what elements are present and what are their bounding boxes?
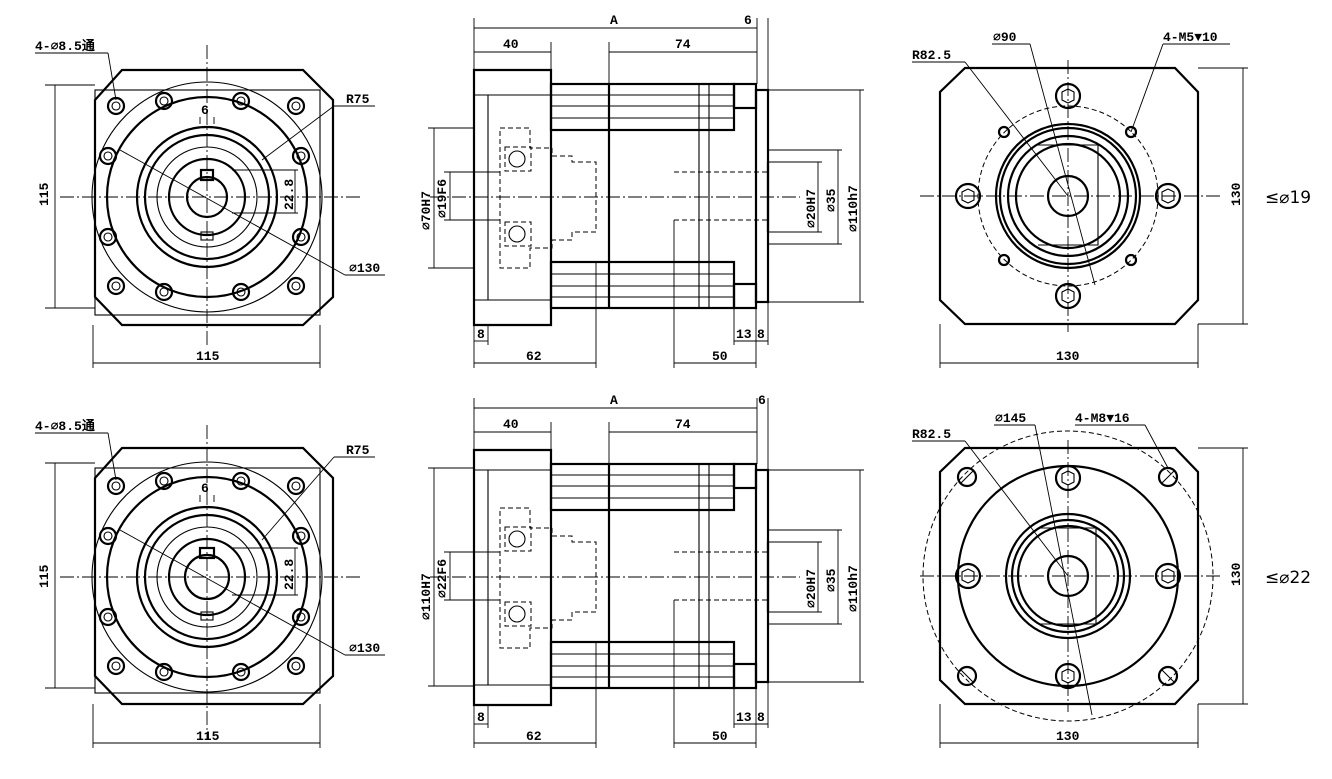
side-pilot-label: ⌀70H7 xyxy=(419,191,434,230)
rear-thread-label: 4-M5▼10 xyxy=(1163,30,1218,45)
rear-note-label: ≤⌀19 xyxy=(1265,188,1311,208)
front-radius-label-b: R75 xyxy=(346,443,370,458)
side-total-label-b: A xyxy=(610,393,618,408)
front-height-label: 115 xyxy=(37,182,52,206)
rear-thread-label-b: 4-M8▼16 xyxy=(1075,411,1130,426)
side-w50-label-b: 50 xyxy=(712,729,728,744)
front-holes-label: 4-⌀8.5通 xyxy=(35,38,95,54)
front-holes-label-b: 4-⌀8.5通 xyxy=(35,418,95,434)
rear-width-label-b: 130 xyxy=(1056,729,1080,744)
side-flange-label: 6 xyxy=(744,13,752,28)
front-height-label-b: 115 xyxy=(37,564,52,588)
side-w8b-label: 8 xyxy=(757,327,765,342)
rear-note-label-b: ≤⌀22 xyxy=(1265,568,1311,588)
side-spigot-label: ⌀110h7 xyxy=(846,185,861,232)
rear-width-label: 130 xyxy=(1056,349,1080,364)
side-view-top xyxy=(428,18,864,368)
side-len2-label: 74 xyxy=(675,37,691,52)
side-bore-label: ⌀19F6 xyxy=(435,179,450,218)
side-shaft-label: ⌀20H7 xyxy=(804,189,819,228)
side-w62-label-b: 62 xyxy=(526,729,542,744)
side-w62-label: 62 xyxy=(526,349,542,364)
front-dia-label: ⌀130 xyxy=(349,261,380,276)
side-len1-label-b: 40 xyxy=(503,417,519,432)
side-shaft-label-b: ⌀20H7 xyxy=(804,569,819,608)
side-w13-label-b: 13 xyxy=(736,710,752,725)
side-len1-label: 40 xyxy=(503,37,519,52)
side-shoulder-label-b: ⌀35 xyxy=(824,568,839,592)
bolt-holes-top xyxy=(98,91,311,302)
front-dia-label-b: ⌀130 xyxy=(349,641,380,656)
front-view-bottom xyxy=(35,425,385,748)
side-spigot-label-b: ⌀110h7 xyxy=(846,565,861,612)
front-key-label: 6 xyxy=(201,103,209,118)
side-w13-label: 13 xyxy=(736,327,752,342)
side-pilot-label-b: ⌀110H7 xyxy=(419,573,434,620)
front-radius-label: R75 xyxy=(346,92,370,107)
side-shoulder-label: ⌀35 xyxy=(824,188,839,212)
side-len2-label-b: 74 xyxy=(675,417,691,432)
side-bore-label-b: ⌀22F6 xyxy=(435,559,450,598)
top-row: 4-⌀8.5通 R75 6 22.8 ⌀130 115 115 xyxy=(35,13,1311,368)
rear-radius-label-b: R82.5 xyxy=(912,427,951,442)
front-keyheight-label-b: 22.8 xyxy=(282,559,297,590)
front-width-label: 115 xyxy=(196,349,220,364)
rear-pcd-label-b: ⌀145 xyxy=(995,411,1026,426)
corner-holes-bottom xyxy=(956,466,1179,687)
rear-pcd-label: ⌀90 xyxy=(993,30,1017,45)
rear-height-label-b: 130 xyxy=(1229,562,1244,586)
front-key-label-b: 6 xyxy=(201,481,209,496)
bolt-holes-bottom xyxy=(98,471,311,682)
side-w8-label-b: 8 xyxy=(477,710,485,725)
rear-height-label: 130 xyxy=(1229,182,1244,206)
side-w8-label: 8 xyxy=(477,327,485,342)
rear-radius-label: R82.5 xyxy=(912,48,951,63)
front-width-label-b: 115 xyxy=(196,729,220,744)
side-total-label: A xyxy=(610,13,618,28)
front-keyheight-label: 22.8 xyxy=(282,179,297,210)
front-view-top xyxy=(35,45,385,368)
rear-view-bottom xyxy=(912,424,1248,748)
side-w50-label: 50 xyxy=(712,349,728,364)
rear-view-top xyxy=(912,43,1248,368)
side-flange-label-b: 6 xyxy=(758,393,766,408)
bottom-row: 4-⌀8.5通 R75 6 22.8 ⌀130 115 115 xyxy=(35,393,1311,748)
side-w8b-label-b: 8 xyxy=(757,710,765,725)
side-view-bottom xyxy=(428,398,864,748)
